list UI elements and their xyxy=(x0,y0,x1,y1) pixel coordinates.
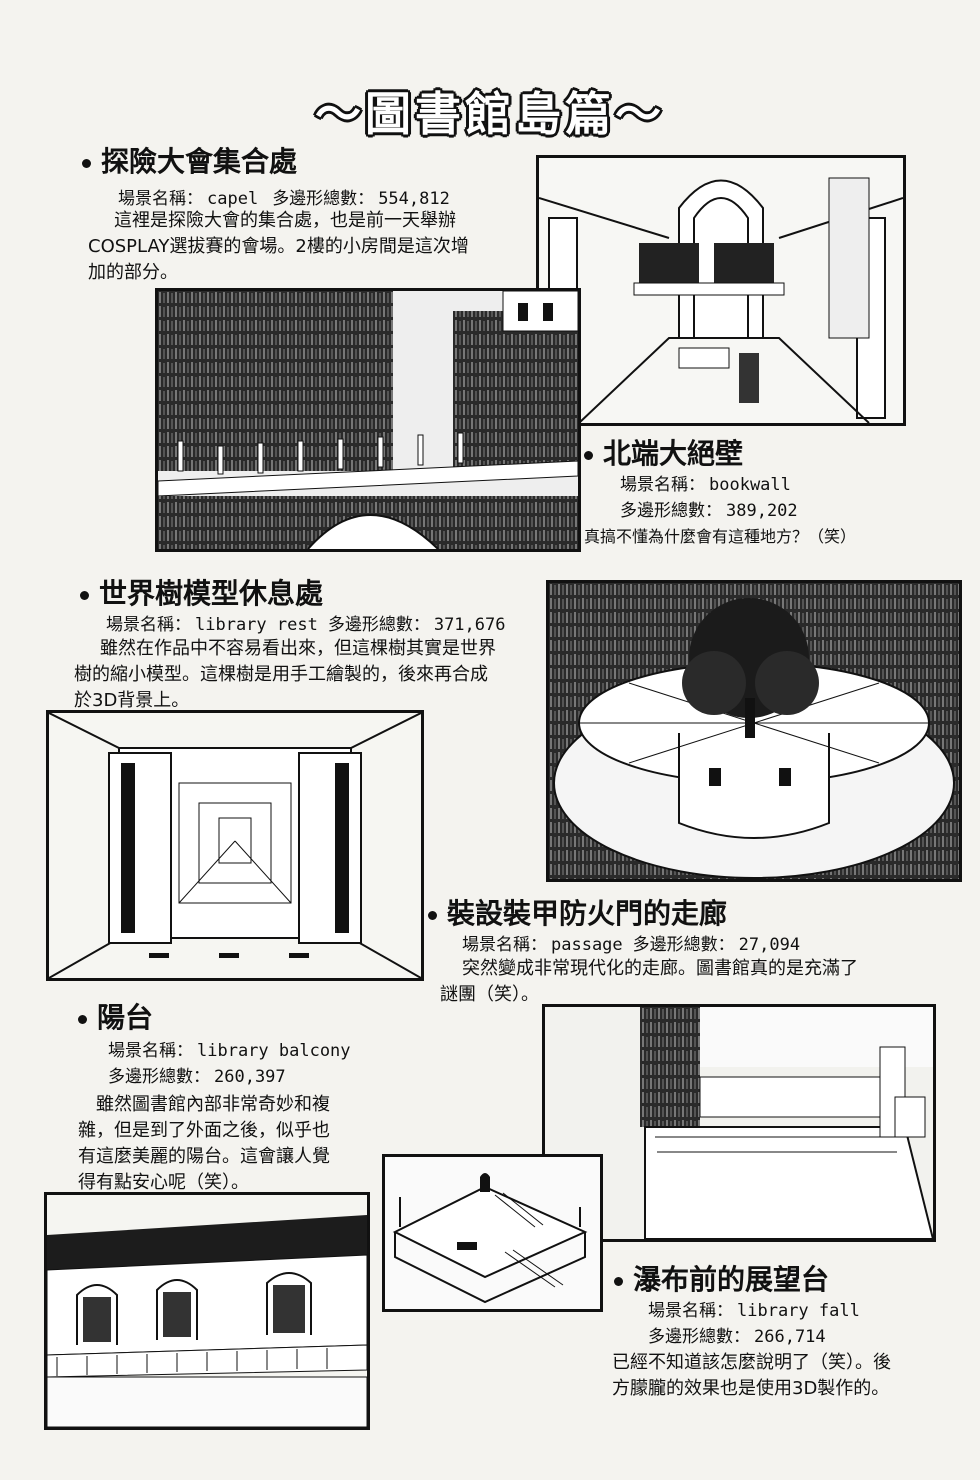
section-heading-library-fall: 瀑布前的展望台 xyxy=(614,1258,829,1298)
desc-line: 突然變成非常現代化的走廊。圖書館真的是充滿了 xyxy=(462,958,858,979)
scene-meta: 場景名稱：library rest 多邊形總數：371,676 xyxy=(106,610,505,635)
poly-count: 260,397 xyxy=(214,1067,286,1087)
passage-scene-image xyxy=(46,710,424,981)
poly-label: 多邊形總數： xyxy=(620,501,722,521)
heading-text: 裝設裝甲防火門的走廊 xyxy=(447,897,728,930)
library-fall-inset-image xyxy=(382,1154,603,1312)
scene-label: 場景名稱： xyxy=(118,189,203,209)
poly-label: 多邊形總數： xyxy=(327,615,430,635)
desc-line: 樹的縮小模型。這棵樹是用手工繪製的，後來再合成 xyxy=(74,664,488,685)
capel-scene-image xyxy=(536,155,906,426)
scene-meta: 場景名稱：passage 多邊形總數：27,094 xyxy=(462,930,800,955)
scene-name: passage xyxy=(551,935,623,955)
heading-text: 陽台 xyxy=(97,1001,154,1034)
poly-label: 多邊形總數： xyxy=(648,1327,750,1347)
poly-meta: 多邊形總數：266,714 xyxy=(648,1322,826,1347)
bullet-icon xyxy=(428,910,437,920)
bullet-icon xyxy=(82,158,91,168)
scene-name: library rest xyxy=(195,615,318,635)
poly-meta: 多邊形總數：389,202 xyxy=(620,496,798,521)
heading-text: 探險大會集合處 xyxy=(101,145,298,178)
bullet-icon xyxy=(614,1276,623,1286)
heading-text: 北端大絕壁 xyxy=(603,437,744,470)
desc-line: COSPLAY選拔賽的會場。2樓的小房間是這次增 xyxy=(88,236,469,257)
desc-line: 得有點安心呢（笑）。 xyxy=(78,1172,249,1193)
scene-meta: 場景名稱：bookwall xyxy=(620,470,791,495)
desc-line: 已經不知道該怎麼說明了（笑）。後 xyxy=(612,1352,891,1373)
heading-text: 世界樹模型休息處 xyxy=(99,577,324,610)
section-description: 雖然圖書館內部非常奇妙和複 雜，但是到了外面之後，似乎也 有這麼美麗的陽台。這會… xyxy=(78,1092,368,1196)
poly-label: 多邊形總數： xyxy=(272,189,375,209)
bullet-icon xyxy=(80,590,89,600)
scene-label: 場景名稱： xyxy=(620,475,705,495)
section-heading-bookwall: 北端大絕壁 xyxy=(584,432,743,472)
desc-line: 方朦朧的效果也是使用3D製作的。 xyxy=(612,1378,890,1399)
section-heading-passage: 裝設裝甲防火門的走廊 xyxy=(428,892,727,932)
scene-label: 場景名稱： xyxy=(108,1041,193,1061)
section-heading-library-rest: 世界樹模型休息處 xyxy=(80,572,323,612)
poly-count: 371,676 xyxy=(433,615,506,635)
desc-line: 有這麼美麗的陽台。這會讓人覺 xyxy=(78,1146,330,1167)
desc-line: 真搞不懂為什麼會有這種地方？（笑） xyxy=(584,527,857,546)
scene-meta: 場景名稱：library balcony xyxy=(108,1036,351,1061)
scene-name: library fall xyxy=(737,1301,860,1321)
scene-label: 場景名稱： xyxy=(106,615,191,635)
poly-count: 27,094 xyxy=(738,935,801,955)
poly-count: 554,812 xyxy=(378,189,450,209)
scene-meta: 場景名稱：capel 多邊形總數：554,812 xyxy=(118,184,450,209)
poly-count: 389,202 xyxy=(726,501,798,521)
page-title: 〜圖書館島篇〜 xyxy=(315,87,665,141)
poly-count: 266,714 xyxy=(754,1327,826,1347)
scene-meta: 場景名稱：library fall xyxy=(648,1296,860,1321)
poly-label: 多邊形總數： xyxy=(108,1067,210,1087)
section-heading-assembly: 探險大會集合處 xyxy=(82,140,297,180)
desc-line: 雜，但是到了外面之後，似乎也 xyxy=(78,1120,330,1141)
desc-line: 加的部分。 xyxy=(88,262,178,283)
balcony-scene-image xyxy=(44,1192,370,1430)
section-description: 真搞不懂為什麼會有這種地方？（笑） xyxy=(584,524,924,550)
desc-line: 於3D背景上。 xyxy=(74,690,190,711)
section-description: 雖然在作品中不容易看出來，但這棵樹其實是世界 樹的縮小模型。這棵樹是用手工繪製的… xyxy=(74,636,544,714)
poly-label: 多邊形總數： xyxy=(632,935,735,955)
scene-name: capel xyxy=(207,189,259,209)
scene-name: library balcony xyxy=(197,1041,351,1061)
bookwall-scene-image xyxy=(155,288,581,552)
desc-line: 這裡是探險大會的集合處，也是前一天舉辦 xyxy=(114,210,456,231)
poly-meta: 多邊形總數：260,397 xyxy=(108,1062,286,1087)
section-description: 這裡是探險大會的集合處，也是前一天舉辦 COSPLAY選拔賽的會場。2樓的小房間… xyxy=(88,208,508,286)
bullet-icon xyxy=(584,450,593,460)
bullet-icon xyxy=(78,1014,87,1024)
library-fall-scene-image xyxy=(542,1004,936,1242)
scene-label: 場景名稱： xyxy=(462,935,547,955)
desc-line: 雖然圖書館內部非常奇妙和複 xyxy=(96,1094,330,1115)
scene-label: 場景名稱： xyxy=(648,1301,733,1321)
desc-line: 雖然在作品中不容易看出來，但這棵樹其實是世界 xyxy=(100,638,496,659)
heading-text: 瀑布前的展望台 xyxy=(633,1263,830,1296)
section-heading-balcony: 陽台 xyxy=(78,996,153,1036)
library-rest-scene-image xyxy=(546,580,962,882)
section-description: 已經不知道該怎麼說明了（笑）。後 方朦朧的效果也是使用3D製作的。 xyxy=(612,1350,942,1402)
section-description: 突然變成非常現代化的走廊。圖書館真的是充滿了 謎團（笑）。 xyxy=(440,956,910,1008)
desc-line: 謎團（笑）。 xyxy=(440,984,539,1005)
scene-name: bookwall xyxy=(709,475,791,495)
